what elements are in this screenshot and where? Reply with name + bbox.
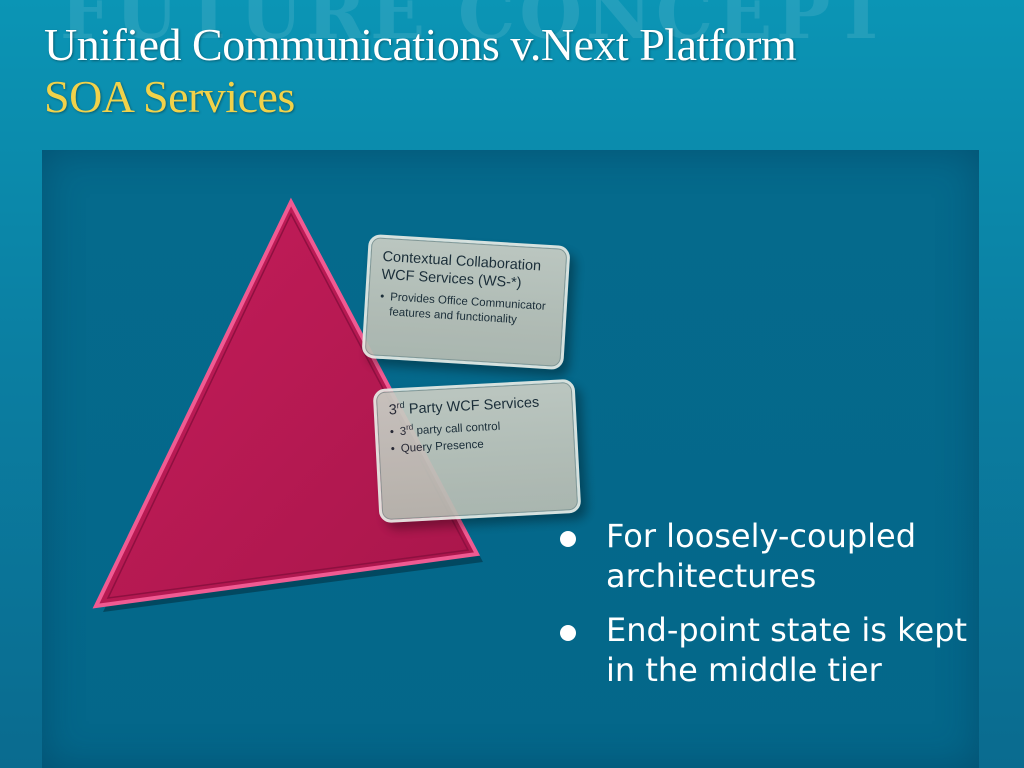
title-line-1: Unified Communications v.Next Platform [44, 19, 797, 70]
bullet-text: party call control [413, 420, 501, 438]
third-party-services-box: 3rd Party WCF Services 3rd party call co… [372, 378, 582, 524]
bullet-dot-icon [560, 625, 576, 641]
title-line-2: SOA Services [44, 71, 295, 122]
bullet-item: For loosely-coupled architectures [556, 516, 996, 596]
box-bullet-item: Provides Office Communicator features an… [379, 290, 553, 330]
main-bullet-list: For loosely-coupled architectures End-po… [556, 516, 996, 704]
box-bullet-list: 3rd party call control Query Presence [390, 417, 563, 458]
box-title-text: Party WCF Services [404, 394, 540, 418]
bullet-item: End-point state is kept in the middle ti… [556, 610, 996, 690]
contextual-collaboration-box: Contextual Collaboration WCF Services (W… [361, 233, 571, 371]
box-bullet-list: Provides Office Communicator features an… [379, 290, 553, 330]
bullet-text: End-point state is kept in the middle ti… [606, 611, 968, 689]
slide-title: Unified Communications v.Next Platform S… [44, 18, 1004, 122]
bullet-text: For loosely-coupled architectures [606, 517, 917, 595]
bullet-dot-icon [560, 531, 576, 547]
box-title: Contextual Collaboration WCF Services (W… [381, 248, 555, 294]
box-title: 3rd Party WCF Services [388, 393, 561, 420]
pyramid-triangle-inner-edge [106, 212, 470, 599]
background-watermark: FUTURE CONCEPT [60, 0, 892, 55]
